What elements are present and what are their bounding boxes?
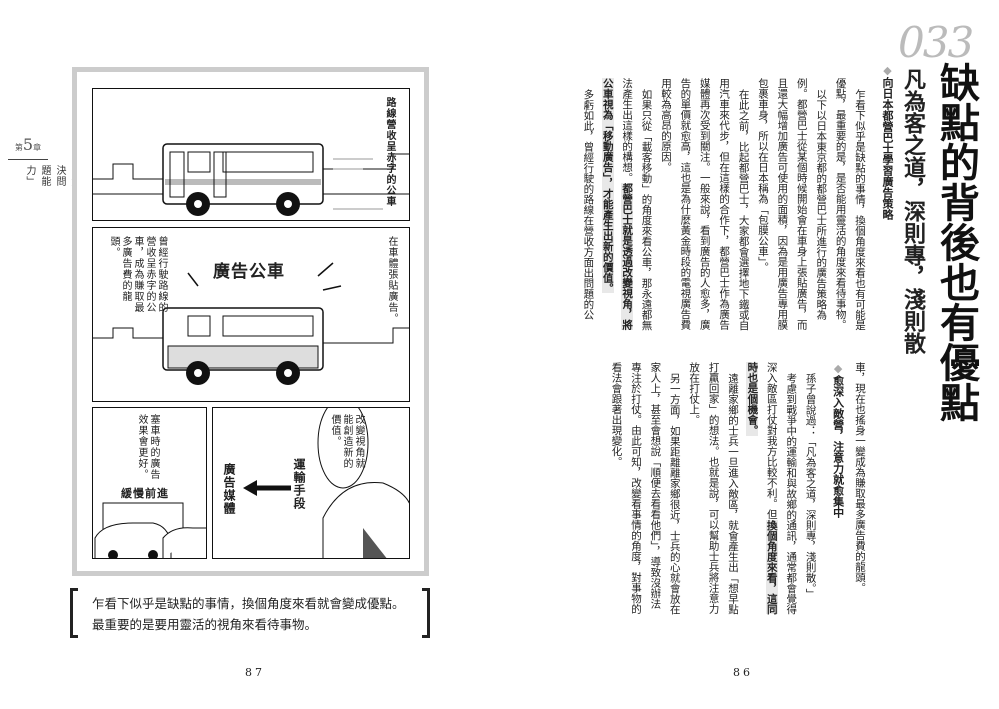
chapter-prefix: 第 <box>14 143 23 152</box>
comic-frame: 路線營收呈赤字的公車 廣告公車 在車體張貼廣告。 曾經行駛路線的營收呈赤字的公車… <box>72 67 429 576</box>
page-number-left: 87 <box>245 666 265 679</box>
scholar-illustration <box>243 408 409 558</box>
paragraph-continued: 車，現在也搖身一變成為賺取最多廣告費的龍頭。 <box>854 362 866 593</box>
right-bracket <box>422 588 430 638</box>
section-heading-2-text: 愈深入敵營，注意力就愈集中 <box>831 375 845 518</box>
chapter-number: 第5章 <box>8 135 48 154</box>
paragraph: 孫子曾說過：「凡為客之道，深則專，淺則散。」 <box>804 372 817 599</box>
quote-line-1: 乍看下似乎是缺點的事情，換個角度來看就會變成優點。 <box>92 596 405 611</box>
paragraph: 多虧如此，曾經行駛的路線在營收方面出問題的公 <box>582 88 595 320</box>
panel1-caption: 路線營收呈赤字的公車 <box>384 97 395 207</box>
chapter-digit: 5 <box>22 135 34 154</box>
paragraph: 如果只從「載客移動」的角度來看公車，那永遠都無法產生出這樣的構想。都營巴士就是透… <box>597 78 655 330</box>
quote-line-2: 最重要的是要用靈活的視角來看待事物。 <box>92 617 318 632</box>
paragraph: 另一方面，如果距離離家鄉很近，士兵的心就會放在家人上，甚至會想說「順便去看看他們… <box>610 362 681 614</box>
paragraph: 在此之前，比起都營巴士，大家都會選擇地下鐵或自用汽車來代步，但在這樣的合作下，都… <box>659 78 750 330</box>
comic-panel-3: 塞車時的廣告效果會更好。 緩慢前進 <box>92 407 207 559</box>
traffic-jam-illustration <box>94 502 206 558</box>
chapter-divider <box>8 159 48 160</box>
section-1-body: 乍看下似乎是缺點的事情，換個角度來看也有可能是優點，最重要的是，是否能用靈活的角… <box>569 78 869 330</box>
comic-panel-2: 廣告公車 在車體張貼廣告。 曾經行駛路線的營收呈赤字的公車，成為賺取最多廣告費的… <box>92 227 410 402</box>
comic-panel-1: 路線營收呈赤字的公車 <box>92 88 410 221</box>
paragraph-text: 如果只從「載客移動」的角度來看公車，那永遠都無法產生出這樣的構想。 <box>621 78 653 330</box>
speech-bubble: 改變視角就能創造新的價值。 <box>329 414 364 469</box>
diamond-icon: ◆ <box>831 362 845 375</box>
panel2-caption-right: 在車體張貼廣告。 <box>386 236 397 324</box>
paragraph-text: 考慮到戰爭中的運輸和與故鄉的通訊，通常都會覺得深入敵區打仗對我方比較不利。但 <box>765 362 798 614</box>
section-heading-1: ◆向日本都營巴士學習廣告策略 <box>880 64 894 220</box>
panel3-sfx: 緩慢前進 <box>121 487 169 500</box>
chapter-suffix: 章 <box>33 143 42 152</box>
section-heading-1-text: 向日本都營巴士學習廣告策略 <box>881 77 894 220</box>
section-heading-2: ◆愈深入敵營，注意力就愈集中 <box>820 362 850 614</box>
bus-illustration <box>93 143 409 216</box>
item-number: 033 <box>898 18 974 67</box>
ad-bus-shout: 廣告公車 <box>213 262 285 282</box>
page-subtitle: 凡為客之道，深則專，淺則散 <box>900 68 925 354</box>
quote-text: 乍看下似乎是缺點的事情，換個角度來看就會變成優點。 最重要的是要用靈活的視角來看… <box>92 593 405 635</box>
page-title: 缺點的背後也有優點 <box>933 62 979 422</box>
panel2-caption-left: 曾經行駛路線的營收呈赤字的公車，成為賺取最多廣告費的龍頭。 <box>108 236 167 313</box>
label-transport: 運輸手段 <box>292 458 306 510</box>
paragraph: 考慮到戰爭中的運輸和與故鄉的通訊，通常都會覺得深入敵區打仗對我方比較不利。但換個… <box>742 362 800 614</box>
panel3-caption: 塞車時的廣告效果會更好。 <box>136 414 159 480</box>
left-bracket <box>70 588 78 638</box>
page-number-right: 86 <box>733 666 753 679</box>
paragraph: 乍看下似乎是缺點的事情，換個角度來看也有可能是優點，最重要的是，是否能用靈活的角… <box>834 78 866 330</box>
label-ad-media: 廣告媒體 <box>222 463 236 515</box>
paragraph: 遠離家鄉的士兵一旦進入敵區，就會產生出「想早點打贏回家」的想法。也就是說，可以幫… <box>688 362 739 614</box>
summary-quote: 乍看下似乎是缺點的事情，換個角度來看就會變成優點。 最重要的是要用靈活的視角來看… <box>70 588 430 638</box>
paragraph: 以下以日本東京都的都營巴士所進行的廣告策略為例。都營巴士從某個時候開始會在車身上… <box>756 78 828 330</box>
ad-bus-illustration <box>93 262 409 385</box>
diamond-icon: ◆ <box>881 64 894 77</box>
comic-panel-4: 改變視角就能創造新的價值。 運輸手段 廣告媒體 <box>212 407 410 559</box>
section-2-body: 車，現在也搖身一變成為賺取最多廣告費的龍頭。 ◆愈深入敵營，注意力就愈集中 孫子… <box>609 362 869 614</box>
